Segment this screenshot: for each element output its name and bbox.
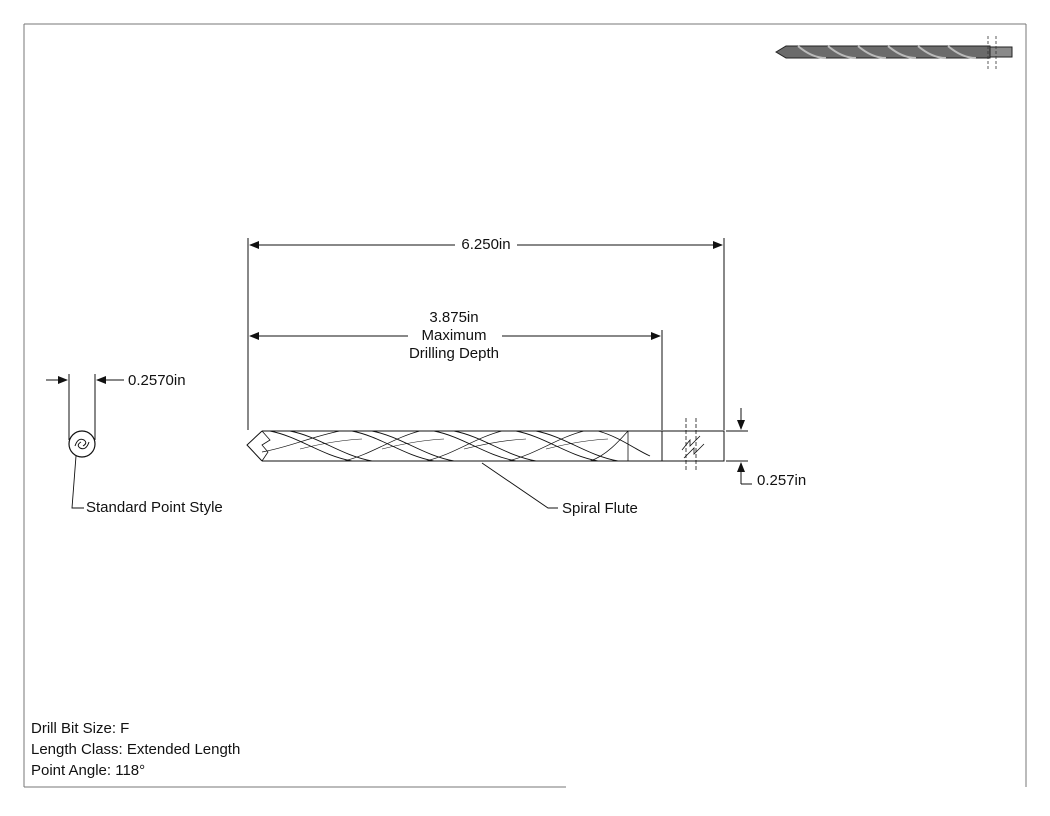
spiral-flute-leader [481,462,558,509]
spiral-flute-callout: Spiral Flute [562,500,638,517]
point-angle-note: Point Angle: 118° [31,762,146,779]
drilling-depth-value: 3.875in [429,309,479,326]
length-class-note: Length Class: Extended Length [31,741,241,758]
end-view [46,374,124,509]
sheet-border [23,23,1027,788]
shank-diameter-dimension [726,408,752,485]
drilling-depth-line1: Maximum [421,327,487,344]
overall-length-label: 6.250in [461,236,511,253]
drill-bit-size-note: Drill Bit Size: F [31,720,130,737]
overall-length-dimension [247,238,725,430]
drilling-depth-line2: Drilling Depth [408,345,500,362]
drill-bit-side-view [246,418,725,470]
drilling-depth-dimension [249,330,663,430]
point-style-callout: Standard Point Style [86,499,223,516]
shank-diameter-label: 0.257in [757,472,807,489]
end-view-diameter-label: 0.2570in [128,372,186,389]
isometric-thumbnail [775,36,1013,70]
